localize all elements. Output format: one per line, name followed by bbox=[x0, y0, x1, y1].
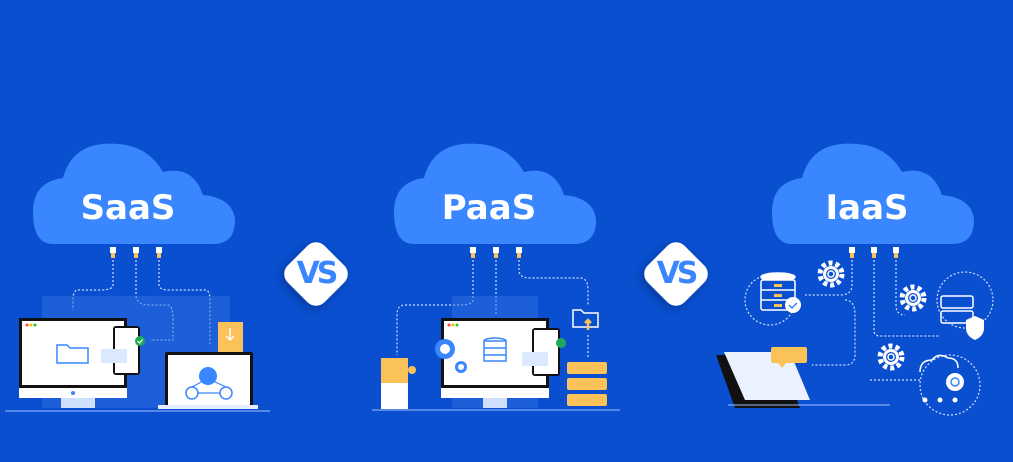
saas-group bbox=[5, 143, 270, 412]
iaas-group bbox=[716, 143, 994, 416]
vs-label-1: VS bbox=[296, 256, 339, 291]
iaas-cloud-label: IaaS bbox=[825, 188, 909, 228]
paas-group bbox=[372, 143, 620, 411]
saas-cloud-label: SaaS bbox=[80, 188, 176, 228]
vs-label-2: VS bbox=[656, 256, 699, 291]
paas-cloud-label: PaaS bbox=[441, 188, 537, 228]
